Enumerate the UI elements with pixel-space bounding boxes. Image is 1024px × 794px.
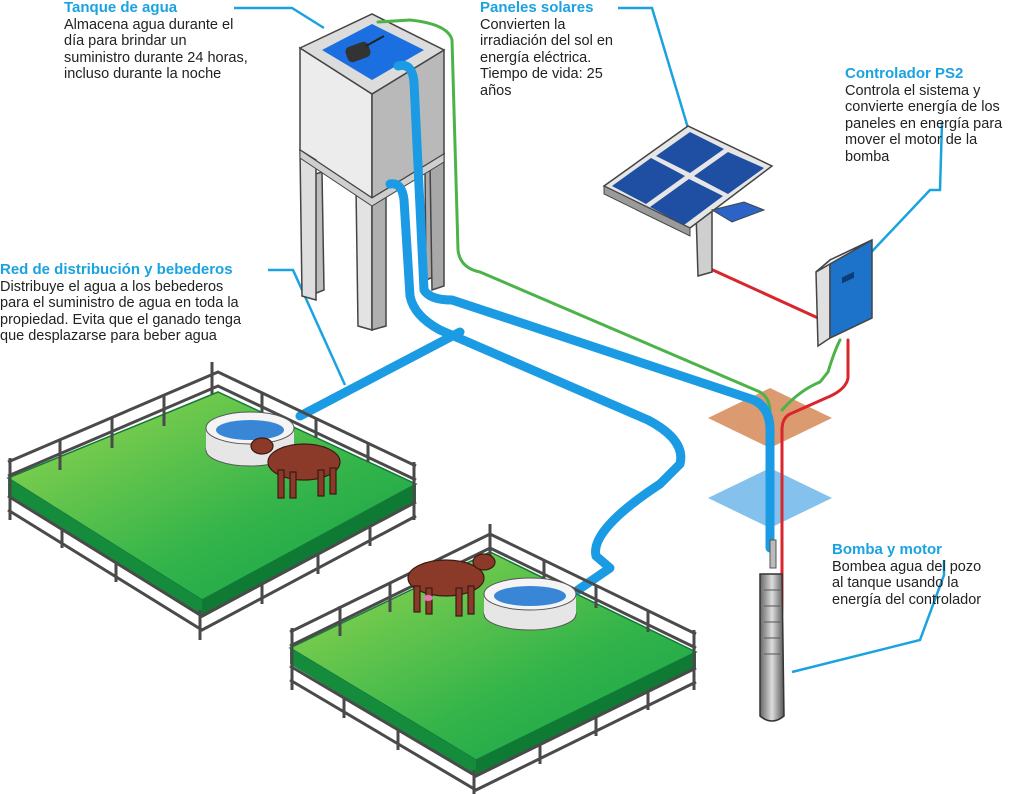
label-controller-body: Controla el sistema y convierte energía … xyxy=(845,82,1003,165)
label-controller: Controlador PS2 Controla el sistema y co… xyxy=(845,65,1023,165)
label-panels-body: Convierten la irradiación del sol en ene… xyxy=(480,16,613,99)
water-trough-icon xyxy=(483,577,577,631)
label-tank-title: Tanque de agua xyxy=(64,0,178,16)
callout-lines xyxy=(234,6,946,674)
fence-icon xyxy=(289,524,697,794)
fence-icon xyxy=(7,362,417,640)
label-pump-title: Bomba y motor xyxy=(832,541,943,558)
enclosure-lower xyxy=(288,524,698,794)
label-pump: Bomba y motor Bombea agua del pozo al ta… xyxy=(832,541,1022,608)
label-network-body: Distribuye el agua a los bebederos para … xyxy=(0,278,242,345)
label-tank: Tanque de agua Almacena agua durante el … xyxy=(64,0,304,83)
enclosure-upper xyxy=(6,362,418,640)
water-pump-icon xyxy=(759,539,785,722)
cow-icon xyxy=(407,553,496,617)
label-panels-title: Paneles solares xyxy=(480,0,594,16)
cow-icon xyxy=(250,437,341,499)
controller-box-icon xyxy=(815,238,873,348)
water-pipes xyxy=(295,60,775,595)
label-network-title: Red de distribución y bebederos xyxy=(0,261,233,278)
label-panels: Paneles solares Convierten la irradiació… xyxy=(480,0,650,99)
solar-panel-icon xyxy=(602,125,774,277)
label-pump-body: Bombea agua del pozo al tanque usando la… xyxy=(832,558,982,608)
water-tank-icon xyxy=(298,13,446,331)
label-network: Red de distribución y bebederos Distribu… xyxy=(0,261,290,345)
label-controller-title: Controlador PS2 xyxy=(845,65,964,82)
label-tank-body: Almacena agua durante el día para brinda… xyxy=(64,16,248,83)
